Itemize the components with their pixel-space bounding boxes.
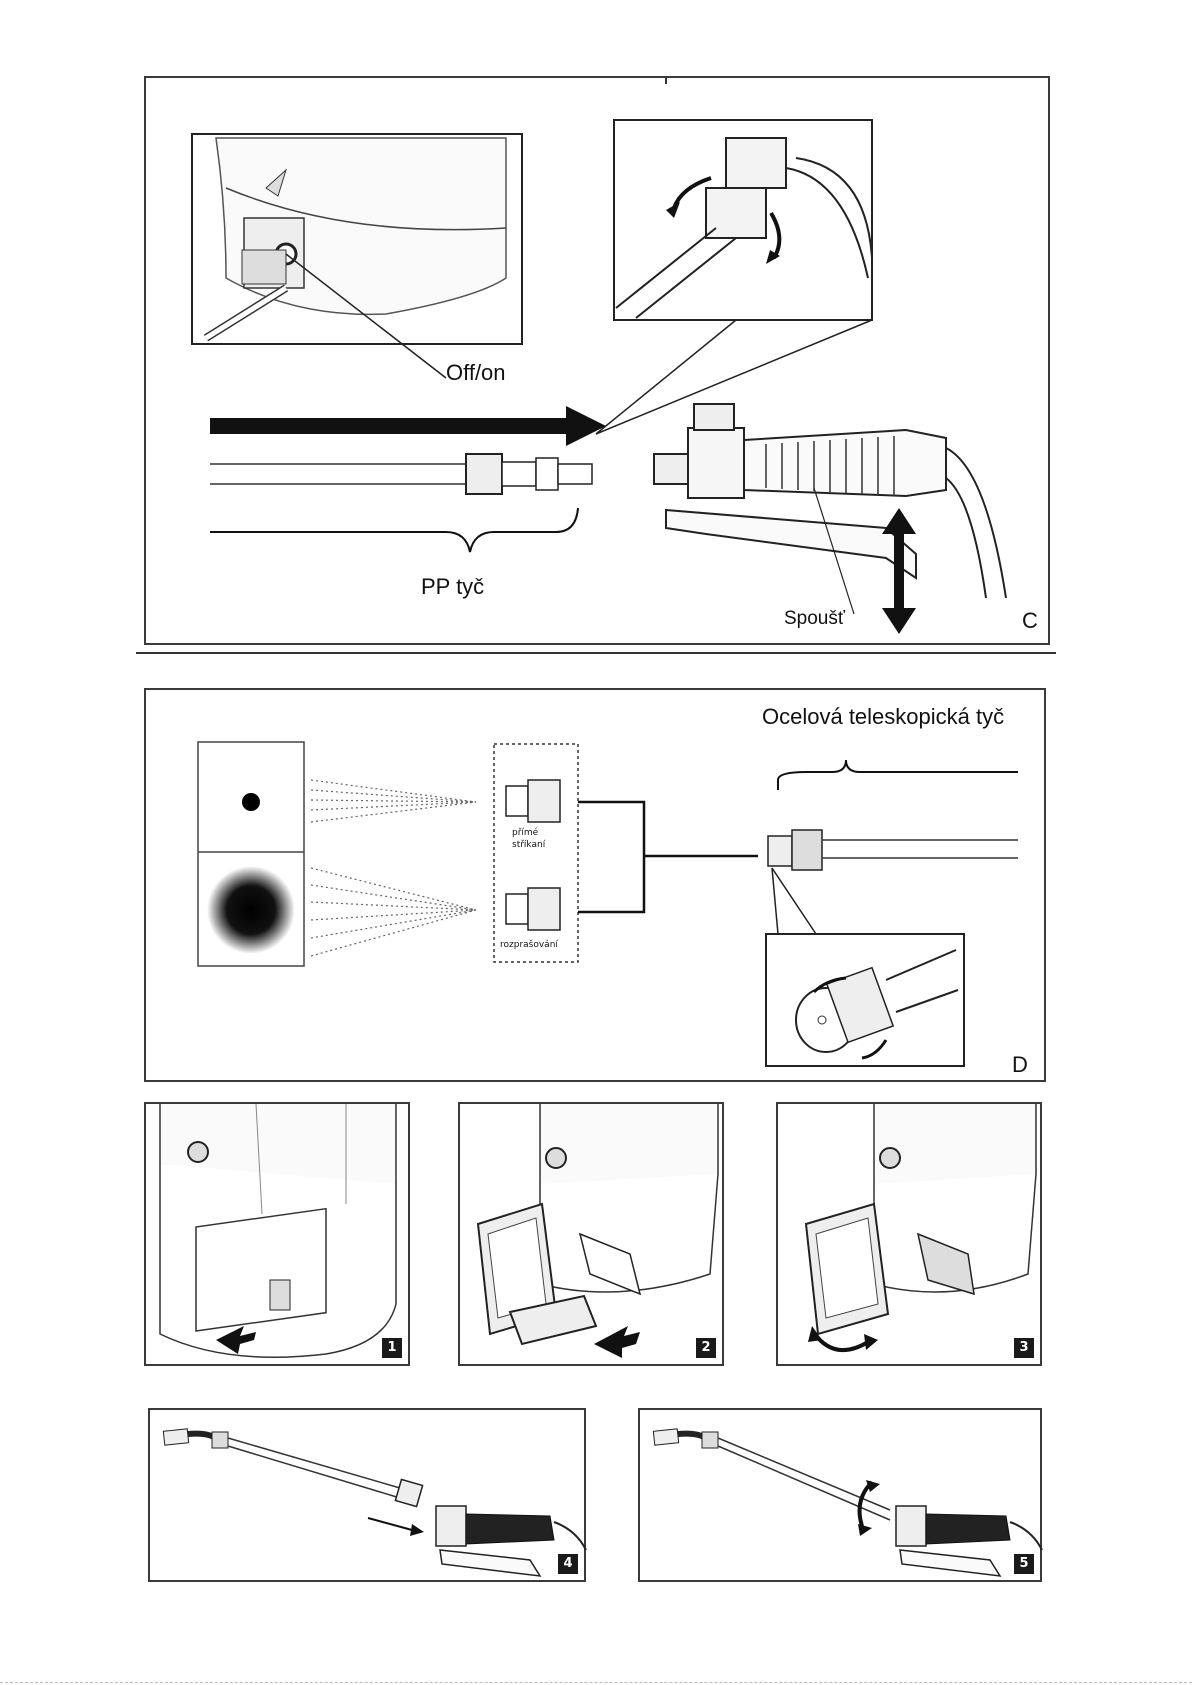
label-steel-rod: Ocelová teleskopická tyč [762,704,1004,730]
step-number-2: 2 [696,1338,716,1358]
step-number-3: 3 [1014,1338,1034,1358]
panel-d: Ocelová teleskopická tyč přímé stříkaní … [144,688,1046,1082]
step-number-4: 4 [558,1554,578,1574]
panel-c-drawing [146,78,1052,647]
page-bottom-rule [0,1682,1192,1683]
step-2-drawing [460,1104,726,1368]
trigger-gun [654,404,1006,614]
step-number-5: 5 [1014,1554,1034,1574]
step-panel-3: 3 [776,1102,1042,1366]
nozzle-inset [614,120,872,320]
panel-c-underline [136,652,1056,654]
panel-d-drawing [146,690,1048,1084]
panel-d-corner-letter: D [1012,1052,1028,1078]
label-spray: rozprašování [500,940,558,950]
step-panel-2: 2 [458,1102,724,1366]
step-panel-4: 4 [148,1408,586,1582]
switch-inset [192,134,522,344]
step-4-drawing [150,1410,588,1584]
label-direct-spray-1: přímé [512,828,538,838]
label-direct-spray-2: stříkaní [512,840,545,850]
step-3-drawing [778,1104,1044,1368]
step-panel-1: 1 [144,1102,410,1366]
label-pp-rod: PP tyč [421,574,484,600]
step-5-drawing [640,1410,1044,1584]
step-number-1: 1 [382,1338,402,1358]
step-1-drawing [146,1104,412,1368]
panel-c: Off/on PP tyč Spoušť C [144,76,1050,645]
panel-c-corner-letter: C [1022,608,1038,634]
label-trigger: Spoušť [784,608,845,630]
label-off-on: Off/on [446,360,506,386]
step-panel-5: 5 [638,1408,1042,1582]
